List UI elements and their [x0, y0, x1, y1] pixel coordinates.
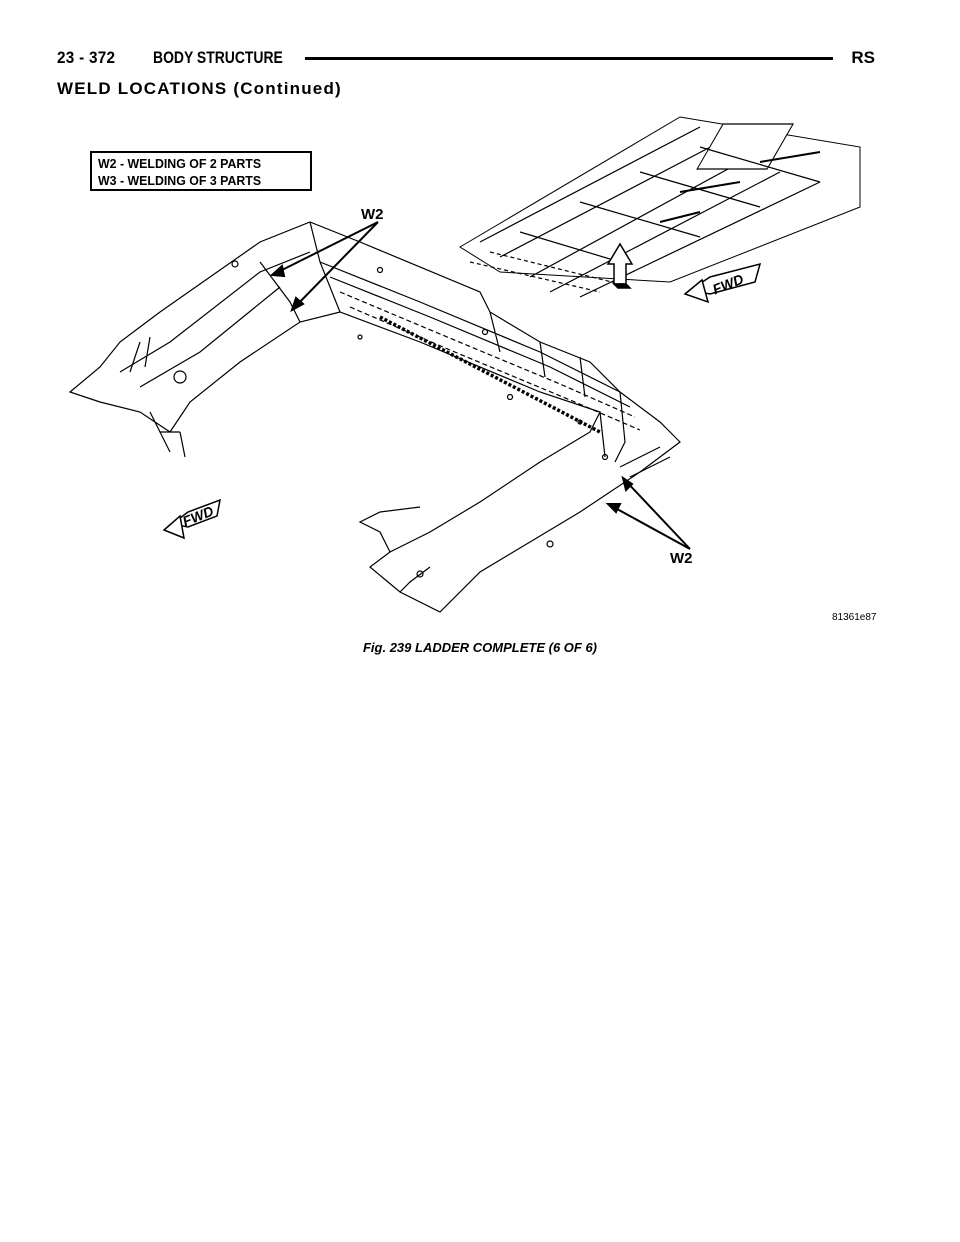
section-title: BODY STRUCTURE: [153, 48, 283, 67]
callout-w2-top: W2: [361, 206, 384, 223]
header-rule: [305, 57, 833, 60]
fwd-arrow-icon-large: [683, 262, 762, 304]
callout-arrows-bottom: [605, 475, 691, 550]
model-code: RS: [851, 48, 875, 67]
inset-ladder-frame: [459, 116, 861, 298]
page-number: 23 - 372: [57, 48, 116, 67]
legend-line-w3: W3 - WELDING OF 3 PARTS: [98, 173, 262, 188]
up-arrow-icon: [606, 242, 634, 289]
sub-heading: WELD LOCATIONS (Continued): [57, 79, 342, 98]
part-number: 81361e87: [832, 612, 877, 623]
legend-line-w2: W2 - WELDING OF 2 PARTS: [98, 156, 262, 171]
callout-arrows-top: [269, 221, 379, 313]
weld-legend: W2 - WELDING OF 2 PARTS W3 - WELDING OF …: [90, 151, 312, 191]
page-header: 23 - 372 BODY STRUCTURE RS: [57, 48, 875, 72]
figure-caption: Fig. 239 LADDER COMPLETE (6 OF 6): [362, 640, 598, 655]
ladder-illustration: [68, 116, 861, 613]
fwd-arrow-icon-small: [162, 498, 221, 540]
callout-w2-bottom: W2: [670, 550, 693, 567]
floor-pan-section: [68, 221, 681, 613]
